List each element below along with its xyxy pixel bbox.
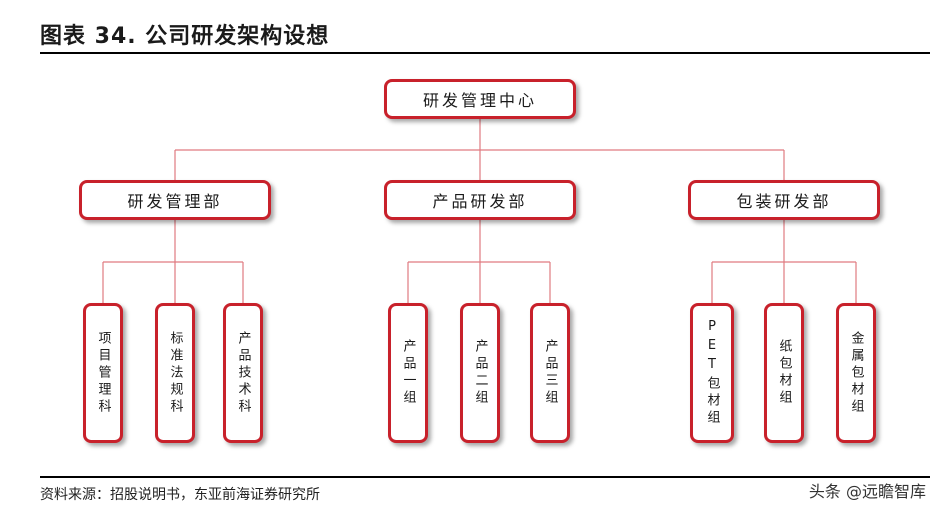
sub-node-label: 产品三组 xyxy=(542,339,558,407)
root-node-label: 研发管理中心 xyxy=(422,91,537,110)
sub-node: 标准法规科 xyxy=(155,303,195,443)
sub-node-label: 项目管理科 xyxy=(95,330,111,416)
dept-node-rd-management: 研发管理部 xyxy=(79,180,271,220)
sub-node-label: 产品技术科 xyxy=(235,330,251,416)
sub-node: 产品三组 xyxy=(530,303,570,443)
top-divider xyxy=(40,52,930,54)
figure-title: 图表 34. 公司研发架构设想 xyxy=(40,24,330,49)
sub-node: 项目管理科 xyxy=(83,303,123,443)
watermark: 头条 @远瞻智库 xyxy=(808,482,926,501)
sub-node: 纸包材组 xyxy=(764,303,804,443)
dept-node-product-rd: 产品研发部 xyxy=(384,180,576,220)
sub-node: PET包材组 xyxy=(690,303,734,443)
root-node: 研发管理中心 xyxy=(384,79,576,119)
source-note: 资料来源：招股说明书，东亚前海证券研究所 xyxy=(40,487,320,503)
dept-node-label: 研发管理部 xyxy=(127,192,223,211)
dept-node-label: 产品研发部 xyxy=(432,192,528,211)
sub-node-label: 标准法规科 xyxy=(167,330,183,416)
sub-node-label: 纸包材组 xyxy=(776,339,792,407)
sub-node: 产品技术科 xyxy=(223,303,263,443)
sub-node-label: PET包材组 xyxy=(704,319,720,427)
sub-node: 金属包材组 xyxy=(836,303,876,443)
sub-node: 产品二组 xyxy=(460,303,500,443)
bottom-divider xyxy=(40,476,930,478)
sub-node: 产品一组 xyxy=(388,303,428,443)
dept-node-packaging-rd: 包装研发部 xyxy=(688,180,880,220)
sub-node-label: 产品二组 xyxy=(472,339,488,407)
dept-node-label: 包装研发部 xyxy=(736,192,832,211)
sub-node-label: 产品一组 xyxy=(400,339,416,407)
sub-node-label: 金属包材组 xyxy=(848,330,864,416)
